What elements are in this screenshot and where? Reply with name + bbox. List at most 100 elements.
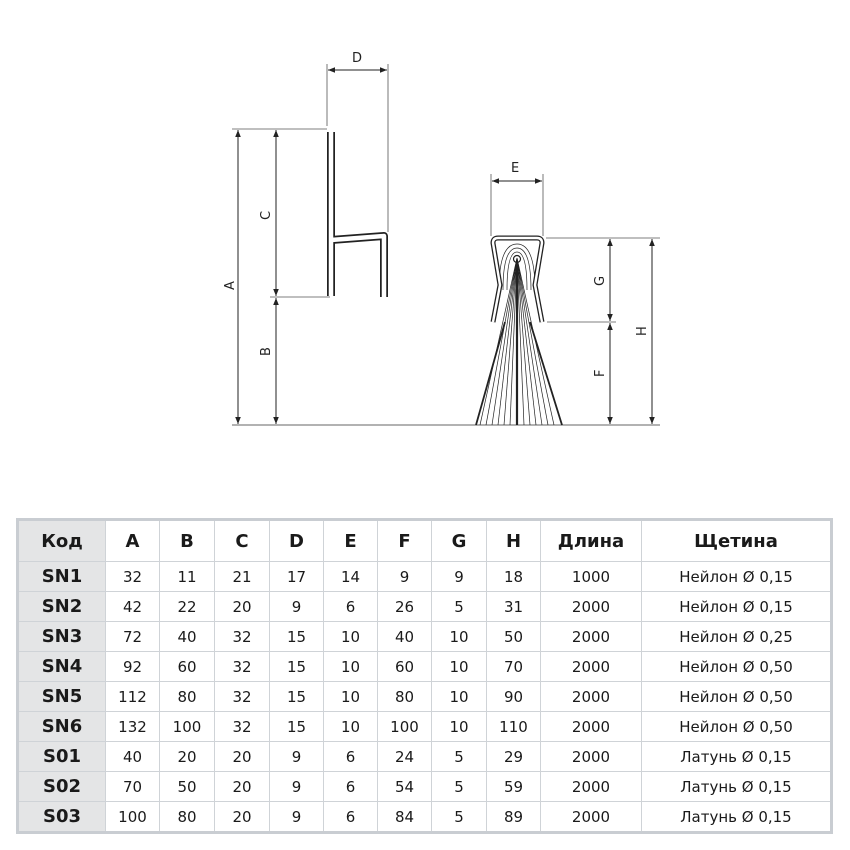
table-cell: 60: [377, 651, 432, 682]
table-cell: 6: [323, 801, 378, 833]
table-cell: 70: [486, 651, 541, 682]
table-cell: 2000: [540, 801, 642, 833]
table-cell: 15: [269, 651, 324, 682]
table-cell: 10: [431, 621, 487, 652]
row-code-cell: SN4: [17, 651, 106, 682]
table-cell: 10: [431, 681, 487, 712]
table-cell: 59: [486, 771, 541, 802]
table-cell: 80: [159, 801, 215, 833]
column-header: C: [214, 519, 270, 562]
table-cell: 11: [159, 561, 215, 592]
table-cell: 5: [431, 591, 487, 622]
column-header: Щетина: [641, 519, 832, 562]
row-code-cell: S03: [17, 801, 106, 833]
table-cell: 100: [377, 711, 432, 742]
row-code-cell: SN5: [17, 681, 106, 712]
label-a: A: [223, 281, 238, 290]
table-cell: 100: [159, 711, 215, 742]
label-e: E: [511, 161, 519, 176]
table-cell: 84: [377, 801, 432, 833]
table-cell: 20: [159, 741, 215, 772]
table-cell: 20: [214, 591, 270, 622]
table-cell: 6: [323, 591, 378, 622]
table-cell: 9: [269, 741, 324, 772]
table-cell: 2000: [540, 621, 642, 652]
table-cell: 26: [377, 591, 432, 622]
table-cell: 21: [214, 561, 270, 592]
row-code-cell: SN1: [17, 561, 106, 592]
table-cell: Нейлон Ø 0,25: [641, 621, 832, 652]
table-cell: 14: [323, 561, 378, 592]
table-cell: 22: [159, 591, 215, 622]
label-f: F: [593, 370, 608, 377]
table-cell: 32: [214, 621, 270, 652]
table-cell: 1000: [540, 561, 642, 592]
table-cell: 70: [105, 771, 160, 802]
table-cell: 10: [431, 651, 487, 682]
table-cell: 32: [214, 681, 270, 712]
table-cell: 80: [159, 681, 215, 712]
table-cell: 17: [269, 561, 324, 592]
table-cell: 32: [214, 651, 270, 682]
table-cell: 132: [105, 711, 160, 742]
table-cell: Латунь Ø 0,15: [641, 801, 832, 833]
table-cell: 2000: [540, 681, 642, 712]
table-cell: 32: [214, 711, 270, 742]
label-g: G: [593, 276, 608, 286]
brush-drawing: [475, 174, 660, 426]
table-cell: Латунь Ø 0,15: [641, 771, 832, 802]
label-c: C: [259, 211, 274, 220]
table-cell: 2000: [540, 771, 642, 802]
column-header: B: [159, 519, 215, 562]
table-cell: 29: [486, 741, 541, 772]
table-cell: 110: [486, 711, 541, 742]
table-cell: 9: [377, 561, 432, 592]
table-cell: Латунь Ø 0,15: [641, 741, 832, 772]
label-b: B: [259, 347, 274, 356]
table-cell: 2000: [540, 711, 642, 742]
table-cell: 18: [486, 561, 541, 592]
column-header: E: [323, 519, 378, 562]
table-cell: 2000: [540, 741, 642, 772]
table-cell: 80: [377, 681, 432, 712]
column-header: Код: [17, 519, 106, 562]
table-cell: 40: [377, 621, 432, 652]
table-cell: Нейлон Ø 0,50: [641, 711, 832, 742]
label-h: H: [635, 326, 650, 336]
table-cell: 54: [377, 771, 432, 802]
table-cell: 10: [323, 621, 378, 652]
table-cell: 20: [214, 771, 270, 802]
table-cell: 5: [431, 801, 487, 833]
table-cell: 9: [269, 801, 324, 833]
table-cell: 90: [486, 681, 541, 712]
table-cell: 9: [269, 591, 324, 622]
table-cell: Нейлон Ø 0,50: [641, 651, 832, 682]
table-cell: 72: [105, 621, 160, 652]
table-cell: 15: [269, 711, 324, 742]
row-code-cell: S01: [17, 741, 106, 772]
column-header: A: [105, 519, 160, 562]
column-header: G: [431, 519, 487, 562]
table-cell: 40: [105, 741, 160, 772]
table-cell: 32: [105, 561, 160, 592]
table-cell: Нейлон Ø 0,50: [641, 681, 832, 712]
table-cell: 10: [323, 651, 378, 682]
table-cell: Нейлон Ø 0,15: [641, 591, 832, 622]
column-header: Длина: [540, 519, 642, 562]
table-cell: 9: [269, 771, 324, 802]
table-cell: 112: [105, 681, 160, 712]
table-cell: 24: [377, 741, 432, 772]
profile-strip: [327, 132, 388, 297]
table-cell: 20: [214, 801, 270, 833]
row-code-cell: SN2: [17, 591, 106, 622]
column-header: H: [486, 519, 541, 562]
row-code-cell: SN3: [17, 621, 106, 652]
